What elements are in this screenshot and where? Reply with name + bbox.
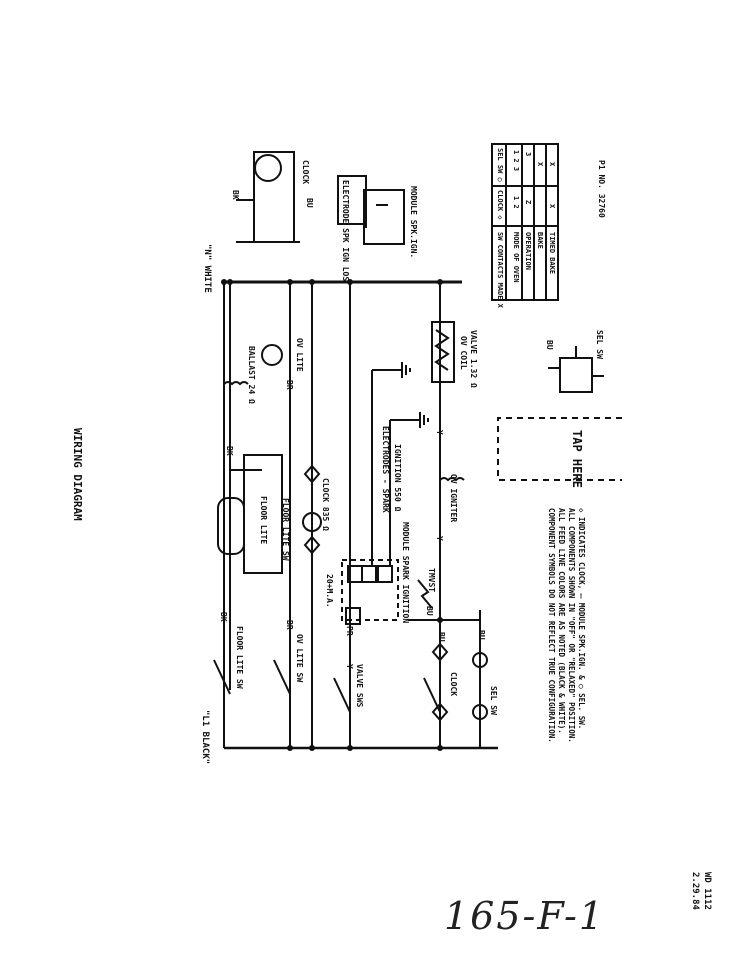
ov-lite-switch <box>273 659 291 695</box>
junction-dot <box>221 279 227 285</box>
floor-lite-box <box>243 454 283 574</box>
junction-dot <box>227 279 233 285</box>
wire-label: Y <box>345 664 354 669</box>
clock-motor-label: CLOCK 835 Ω <box>321 478 330 531</box>
clock-sw-label: CLOCK <box>449 672 458 697</box>
ballast-label: BALLAST 24 Ω <box>247 346 256 404</box>
floor-lite-switch <box>213 659 231 695</box>
junction-dot <box>347 279 353 285</box>
tmvst-label: TMVST <box>427 568 436 593</box>
wire-label: BU <box>545 340 554 350</box>
ground-symbol-1 <box>401 362 411 378</box>
floor-lite-label: FLOOR LITE <box>259 496 268 545</box>
diagram-title: WIRING DIAGRAM <box>71 428 84 521</box>
table-row-label: MODE OF OVEN <box>512 232 520 283</box>
ov-igniter-label: OV IGNITER <box>449 474 458 523</box>
ov-lite-label: OV LITE <box>295 338 304 372</box>
sel-sw-right-label: SEL SW <box>595 330 604 359</box>
junction-dot <box>347 745 353 751</box>
floor-lite-sw-label-2: FLOOR LITE SW <box>281 498 290 561</box>
n-white-label: "N" WHITE <box>202 244 212 293</box>
valve-label: VALVE 1.32 Ω <box>469 330 478 388</box>
wire-label: BR <box>285 380 294 390</box>
junction-dot <box>437 745 443 751</box>
table-row-label: OPERATION <box>524 232 532 270</box>
junction-dot <box>437 279 443 285</box>
table-row-label: TIMED BAKE <box>548 232 556 275</box>
table-cell: X <box>548 162 556 167</box>
junction-dot <box>309 745 315 751</box>
valve-sws-label: VALVE SWS <box>355 664 364 708</box>
sel-sw-symbol-1 <box>472 652 488 668</box>
junction-dot <box>309 279 315 285</box>
junction-dot <box>287 279 293 285</box>
ov-lite-bulb <box>261 344 283 366</box>
clock-unit-dial <box>254 154 282 182</box>
ballast-coil <box>223 381 249 386</box>
wire-label: BK <box>219 612 228 622</box>
contacts-table-frame <box>491 143 559 301</box>
wire-label: BR <box>285 620 294 630</box>
table-row-label: BAKE <box>536 232 544 249</box>
junction-dot <box>287 745 293 751</box>
rating-label: 20+M.A. <box>325 574 334 608</box>
valve-coil-box <box>431 321 455 383</box>
wire-label: Y <box>435 536 444 541</box>
note-line-2: ALL FEED LINE COLORS ARE AS NOTED (BLACK… <box>557 508 566 734</box>
sel-sw-symbol-right <box>559 357 593 393</box>
module-spk-label: MODULE SPK.IGN. <box>409 186 418 259</box>
wire-label: BU <box>305 198 314 208</box>
floor-lite-sw-label: FLOOR LITE SW <box>235 626 244 689</box>
sel-sw-bottom-label: SEL SW <box>489 686 498 715</box>
wire-label: BU <box>437 632 446 642</box>
igniter-coil <box>439 477 465 482</box>
wire-label: BK <box>231 190 240 200</box>
junction-dot <box>437 617 443 623</box>
wire-label: PR <box>345 626 354 636</box>
table-header-sel: SEL SW ○ <box>496 148 504 182</box>
handwritten-code: 165-F-1 <box>444 894 606 938</box>
date-stamp: 2.29.84 <box>690 872 700 910</box>
document-id: WD 1112 <box>702 872 712 910</box>
module-spk-box <box>363 189 405 245</box>
wire-label: BU <box>425 606 434 616</box>
table-cell: 1 2 3 <box>512 150 520 172</box>
valve-switch <box>333 677 351 713</box>
ignition-label: IGNITION 550 Ω <box>393 444 402 512</box>
ground-symbol-2 <box>419 412 429 428</box>
tap-here-label: TAP HERE <box>570 430 584 488</box>
table-header-contacts: SW CONTACTS MADE X <box>496 232 504 308</box>
l1-black-label: "L1 BLACK" <box>200 710 210 765</box>
clock-motor-symbol <box>302 512 322 532</box>
part-number: P1 NO. 32760 <box>597 160 606 218</box>
table-cell: X <box>536 162 544 167</box>
electrodes-label: ELECTRODES - SPARK <box>381 426 390 513</box>
ov-lite-sw-label: OV LITE SW <box>295 634 304 683</box>
wire-label: BK <box>225 446 234 456</box>
thermostat-symbol <box>417 579 433 609</box>
clock-unit-box <box>253 151 295 243</box>
clock-top-label: CLOCK <box>301 160 310 185</box>
table-header-clock: CLOCK ◇ <box>496 190 504 220</box>
wire-label: Y <box>435 430 444 435</box>
note-line-3: ALL COMPONENTS SHOWN IN "OFF" OR "RELAXE… <box>567 508 576 743</box>
note-line-4: ◇ INDICATES CLOCK, ▭ MODULE SPK.IGN. & ○… <box>577 508 586 730</box>
table-cell: X <box>548 204 556 209</box>
ignition-module-box <box>341 559 399 621</box>
module-label: MODULE SPARK IGNITION <box>401 522 410 624</box>
table-cell: Z <box>524 200 532 205</box>
sel-sw-symbol-2 <box>472 704 488 720</box>
table-cell: 1 2 <box>512 196 520 209</box>
table-cell: 3 <box>524 152 532 157</box>
ov-coil-label: OV COIL <box>459 336 468 370</box>
tap-here-box <box>497 417 622 481</box>
note-line-1: COMPONENT SYMBOLS DO NOT REFLECT TRUE CO… <box>547 508 556 743</box>
wire-label: BU <box>477 630 486 640</box>
electrode-spk-label: ELECTRODE SPK IGN LOS <box>341 180 350 282</box>
